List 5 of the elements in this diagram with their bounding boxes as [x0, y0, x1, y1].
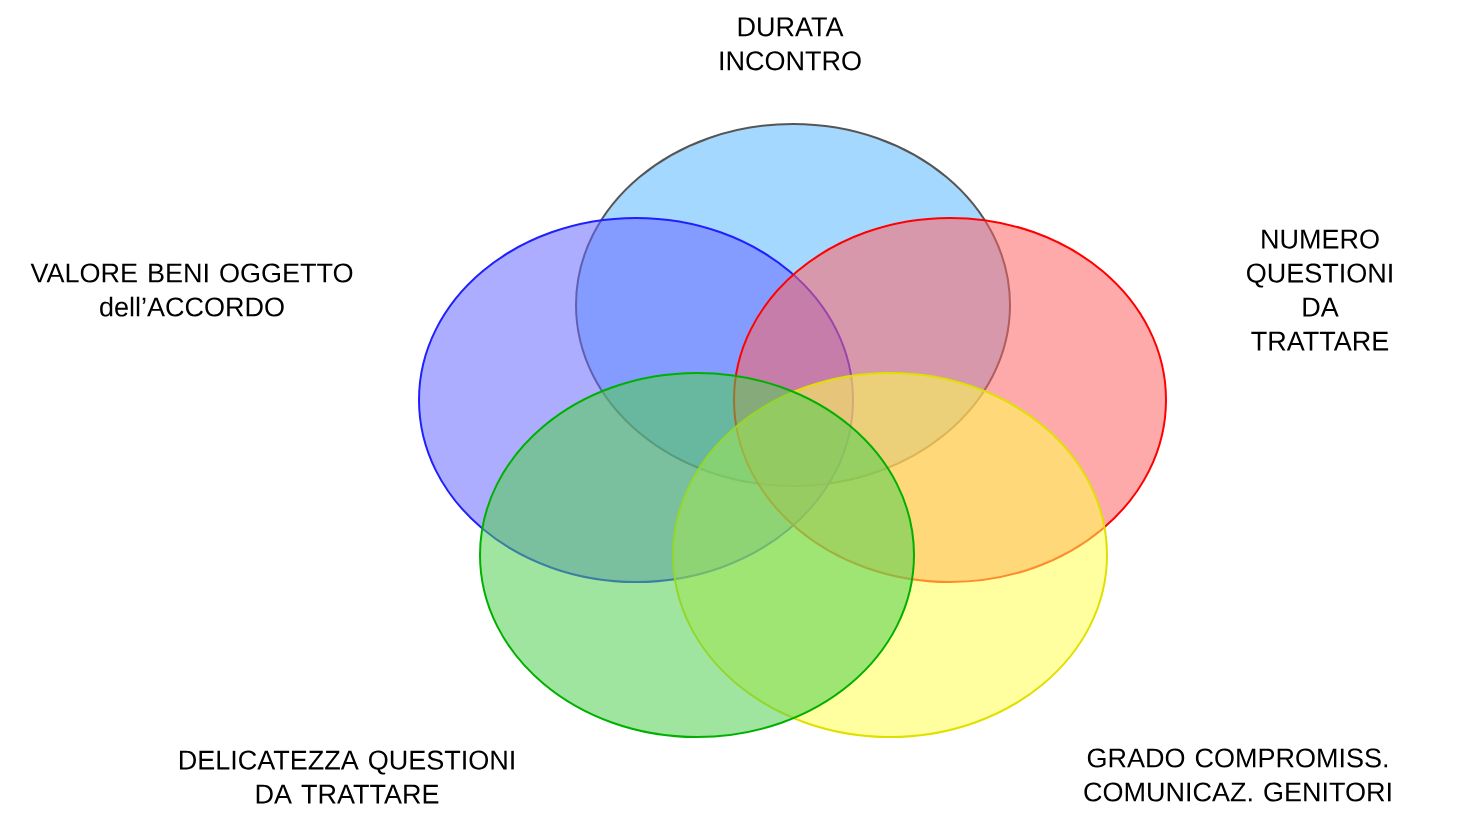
ellipse-label: NUMERO QUESTIONI DA TRATTARE: [1247, 229, 1392, 351]
ellipse-label: DELICATEZZA QUESTIONI DA TRATTARE: [179, 750, 514, 804]
ellipse-label: GRADO COMPROMISS. COMUNICAZ. GENITORI: [1084, 748, 1391, 802]
ellipse-label: DURATA INCONTRO: [720, 17, 861, 71]
ellipse-label: VALORE BENI OGGETTO dell’ACCORDO: [30, 263, 353, 317]
